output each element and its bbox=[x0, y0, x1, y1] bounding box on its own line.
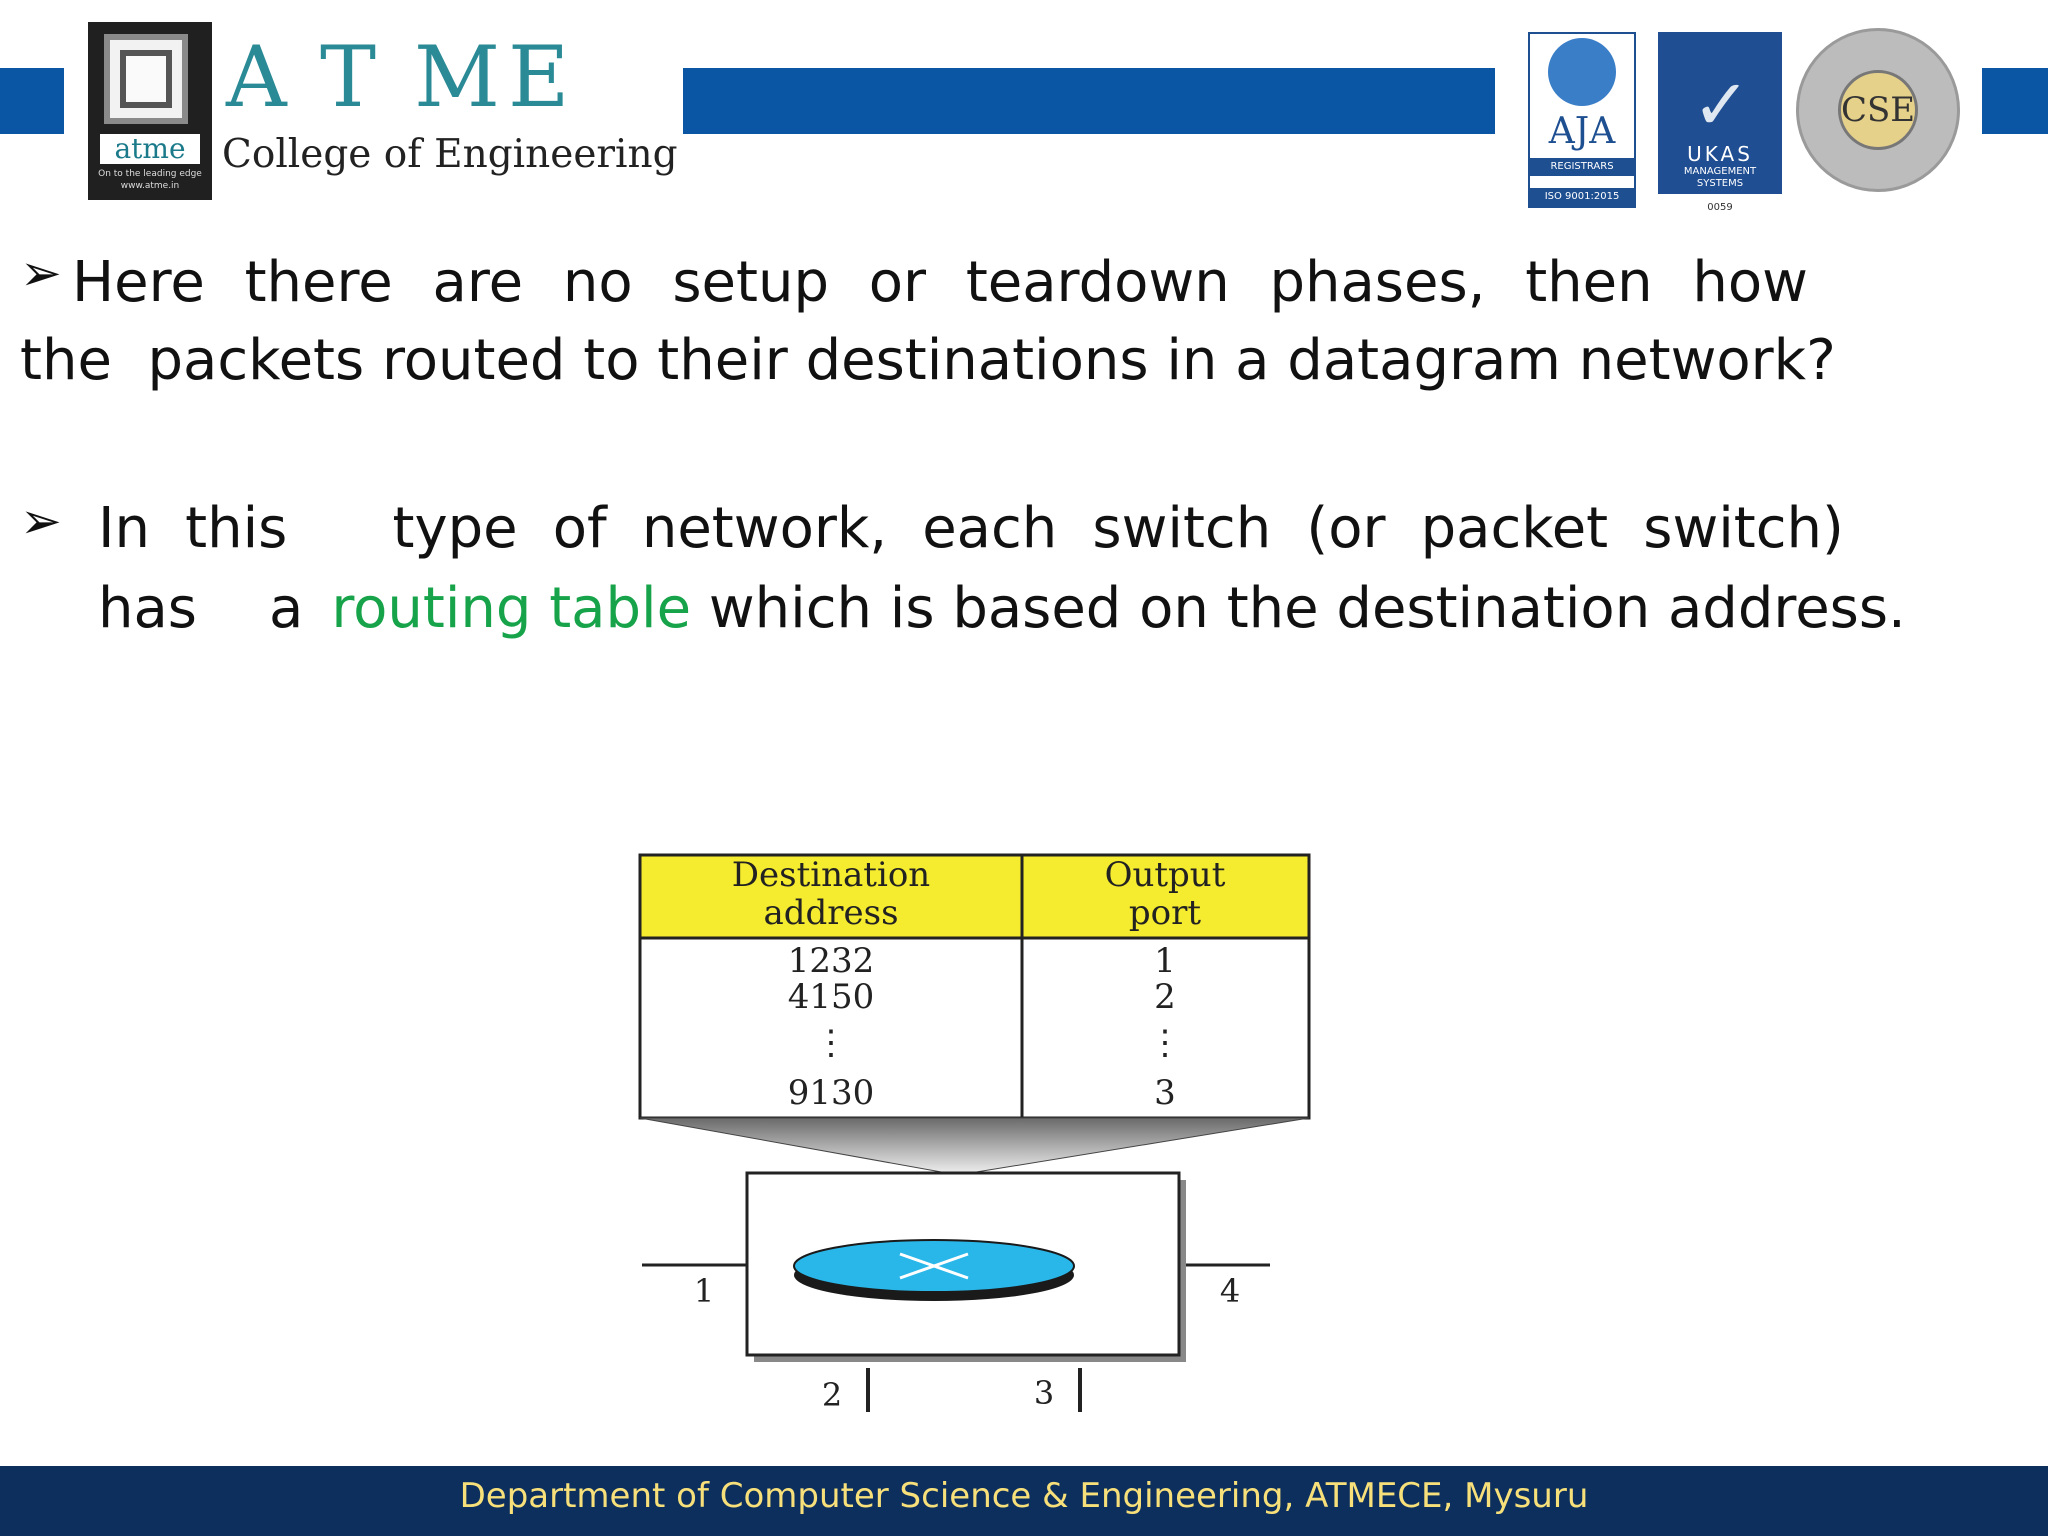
ukas-badge-label: UKAS bbox=[1687, 142, 1753, 166]
word: each bbox=[922, 496, 1058, 561]
word: no bbox=[562, 250, 633, 315]
atme-logo-frame-inner bbox=[120, 50, 172, 108]
ukas-badge-sub: MANAGEMENT SYSTEMS bbox=[1683, 166, 1757, 189]
port-label-bottom-left: 2 bbox=[822, 1376, 842, 1414]
atme-logo-small-text: atme bbox=[100, 134, 200, 164]
ukas-badge bbox=[1658, 32, 1782, 194]
port-label-bottom-right: 3 bbox=[1034, 1374, 1054, 1412]
word: setup bbox=[672, 250, 829, 315]
switch-cross-line bbox=[899, 1252, 969, 1280]
cse-seal-label: CSE bbox=[1838, 70, 1918, 150]
port-cell: 1 bbox=[1154, 941, 1176, 981]
atme-logo-tagline: On to the leading edge www.atme.in bbox=[98, 169, 202, 191]
word: Here bbox=[72, 250, 205, 315]
logo-letter: A bbox=[226, 28, 287, 126]
dest-cell: 1232 bbox=[788, 941, 875, 981]
routing-table-highlight: routing table bbox=[331, 576, 692, 641]
port-label-right: 4 bbox=[1220, 1272, 1240, 1310]
aja-badge-iso: ISO 9001:2015 bbox=[1530, 188, 1634, 206]
port-cell: 3 bbox=[1154, 1073, 1176, 1113]
word: how bbox=[1692, 250, 1808, 315]
table-body-cell bbox=[638, 936, 1024, 1120]
aja-badge-label: AJA bbox=[1548, 111, 1616, 152]
header-bar-middle bbox=[683, 68, 1495, 134]
word: then bbox=[1525, 250, 1653, 315]
word: switch bbox=[1092, 496, 1272, 561]
logo-letter: M bbox=[414, 28, 501, 126]
word: phases, bbox=[1269, 250, 1486, 315]
header-bar-left bbox=[0, 68, 64, 134]
word: has bbox=[98, 576, 197, 641]
aja-badge-sub: REGISTRARS bbox=[1530, 158, 1634, 176]
checkmark-icon: ✓ bbox=[1692, 64, 1751, 146]
col2-header-line2: port bbox=[1129, 893, 1201, 933]
table-body-cell bbox=[1020, 936, 1311, 1120]
port-cell: 2 bbox=[1154, 977, 1176, 1017]
word: this bbox=[185, 496, 288, 561]
logo-letter: E bbox=[508, 28, 570, 126]
globe-icon bbox=[1548, 38, 1616, 106]
footer-bar bbox=[0, 1466, 2048, 1536]
logo-letter: T bbox=[320, 28, 377, 126]
port-cell: ⋮ bbox=[1148, 1023, 1182, 1063]
college-name: College of Engineering bbox=[222, 132, 678, 177]
footer-department-text: Department of Computer Science & Enginee… bbox=[459, 1476, 1589, 1516]
col2-header-line1: Output bbox=[1105, 855, 1226, 895]
bullet1-line1: Here there are no setup or teardown phas… bbox=[72, 250, 1808, 315]
word: teardown bbox=[965, 250, 1230, 315]
port-label-left: 1 bbox=[694, 1272, 714, 1310]
bullet-arrow-icon: ➢ bbox=[20, 244, 62, 302]
word: a bbox=[268, 576, 304, 641]
word: (or bbox=[1306, 496, 1386, 561]
word: packet bbox=[1420, 496, 1609, 561]
dest-cell: 9130 bbox=[788, 1073, 875, 1113]
word: there bbox=[244, 250, 393, 315]
bullet2-line1: In this type of network, each switch (or… bbox=[98, 496, 1844, 561]
word: or bbox=[868, 250, 927, 315]
routing-table-diagram: Destination address Output port 1232 1 4… bbox=[638, 853, 1311, 1414]
dest-cell: 4150 bbox=[788, 977, 875, 1017]
bullet-arrow-icon: ➢ bbox=[20, 492, 62, 550]
bullet2-line2-rest: which is based on the destination addres… bbox=[691, 576, 1906, 641]
bullet1-line2: the packets routed to their destinations… bbox=[20, 328, 1836, 393]
col1-header-line2: address bbox=[763, 893, 898, 933]
word: switch) bbox=[1643, 496, 1844, 561]
ukas-badge-number: 0059 bbox=[1707, 202, 1733, 213]
word: In bbox=[98, 496, 151, 561]
header-bar-right bbox=[1982, 68, 2048, 134]
word: type bbox=[392, 496, 518, 561]
table-to-switch-funnel bbox=[639, 1117, 1310, 1176]
dest-cell: ⋮ bbox=[814, 1023, 848, 1063]
word: are bbox=[432, 250, 524, 315]
col1-header-line1: Destination bbox=[732, 855, 930, 895]
table-header-cell bbox=[1020, 853, 1311, 940]
bullet2-line2: has a routing table which is based on the … bbox=[98, 576, 1906, 641]
word: network, bbox=[641, 496, 888, 561]
table-header-cell bbox=[638, 853, 1024, 940]
word: of bbox=[552, 496, 607, 561]
